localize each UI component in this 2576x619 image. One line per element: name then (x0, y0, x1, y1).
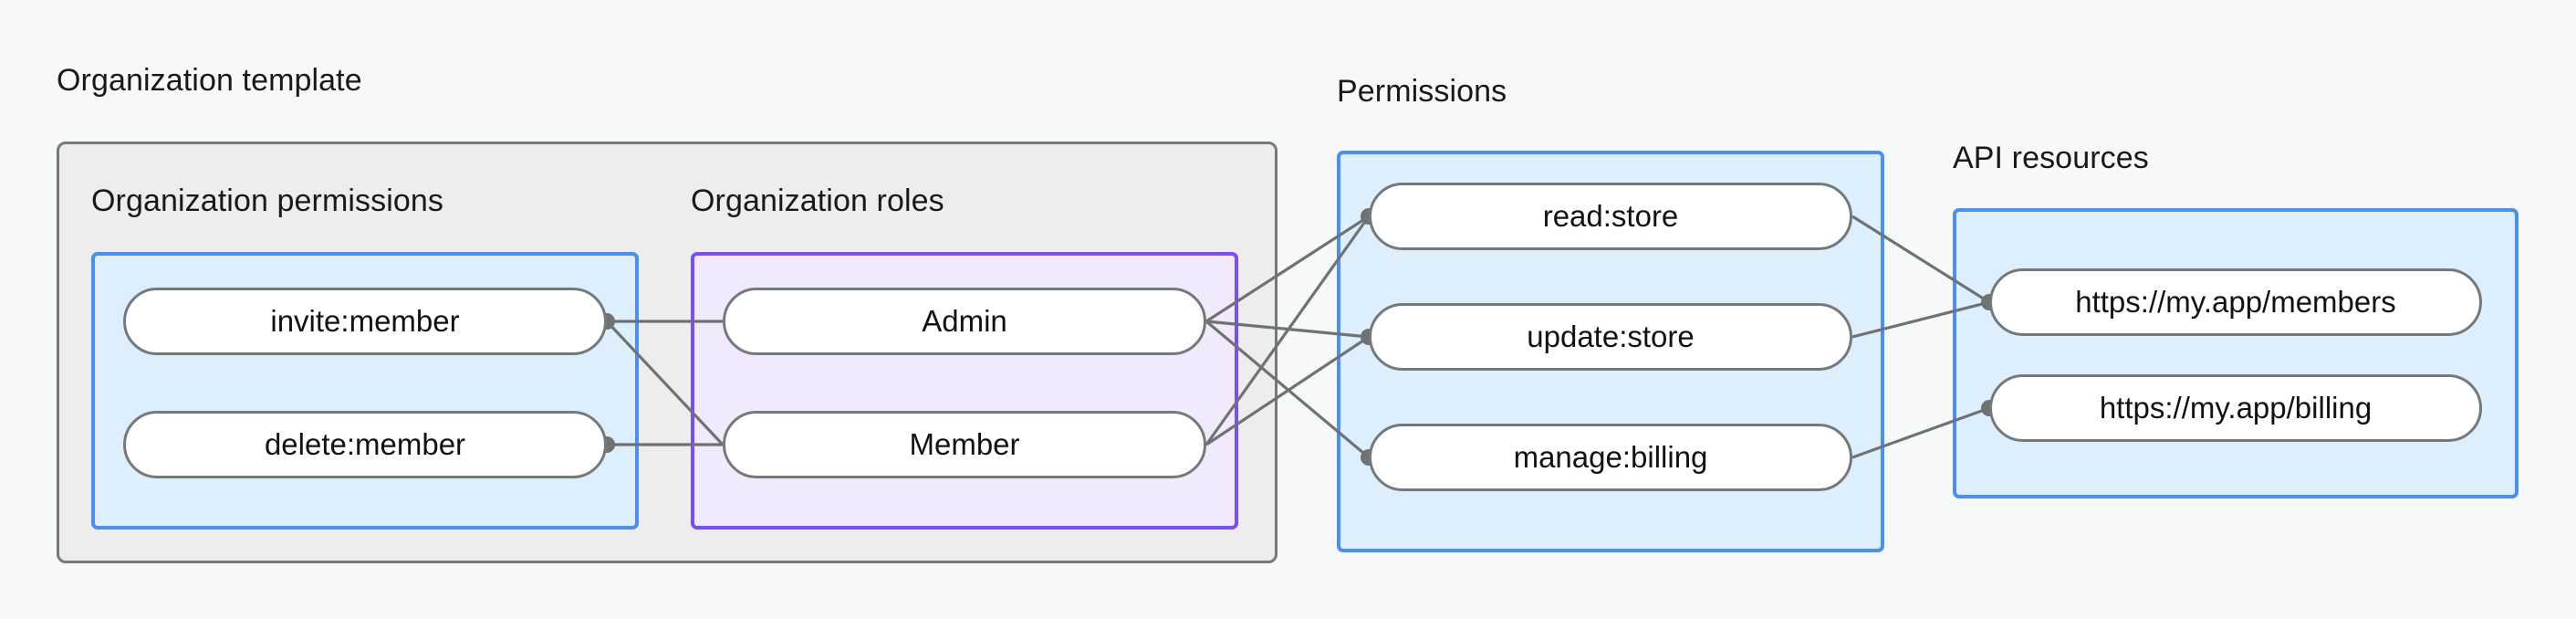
node-delete-member[interactable]: delete:member (123, 411, 607, 478)
node-manage-billing[interactable]: manage:billing (1369, 424, 1852, 491)
node-url-members[interactable]: https://my.app/members (1989, 268, 2482, 336)
group-label-org-permissions: Organization permissions (91, 184, 444, 218)
group-label-permissions: Permissions (1337, 74, 1507, 109)
node-label: invite:member (270, 304, 460, 338)
node-update-store[interactable]: update:store (1369, 303, 1852, 371)
node-label: https://my.app/billing (2099, 391, 2373, 425)
node-admin[interactable]: Admin (723, 288, 1206, 355)
group-label-org-template: Organization template (57, 63, 362, 98)
node-member[interactable]: Member (723, 411, 1206, 478)
node-label: Member (909, 427, 1020, 461)
group-box-api-resources (1953, 208, 2519, 498)
node-label: delete:member (264, 427, 466, 461)
node-invite-member[interactable]: invite:member (123, 288, 607, 355)
node-label: read:store (1542, 199, 1679, 233)
group-label-api-resources: API resources (1953, 141, 2149, 175)
node-read-store[interactable]: read:store (1369, 183, 1852, 250)
node-url-billing[interactable]: https://my.app/billing (1989, 374, 2482, 442)
node-label: Admin (922, 304, 1007, 338)
node-label: manage:billing (1513, 440, 1708, 474)
node-label: https://my.app/members (2075, 285, 2396, 319)
node-label: update:store (1527, 320, 1695, 353)
group-label-org-roles: Organization roles (691, 184, 944, 218)
